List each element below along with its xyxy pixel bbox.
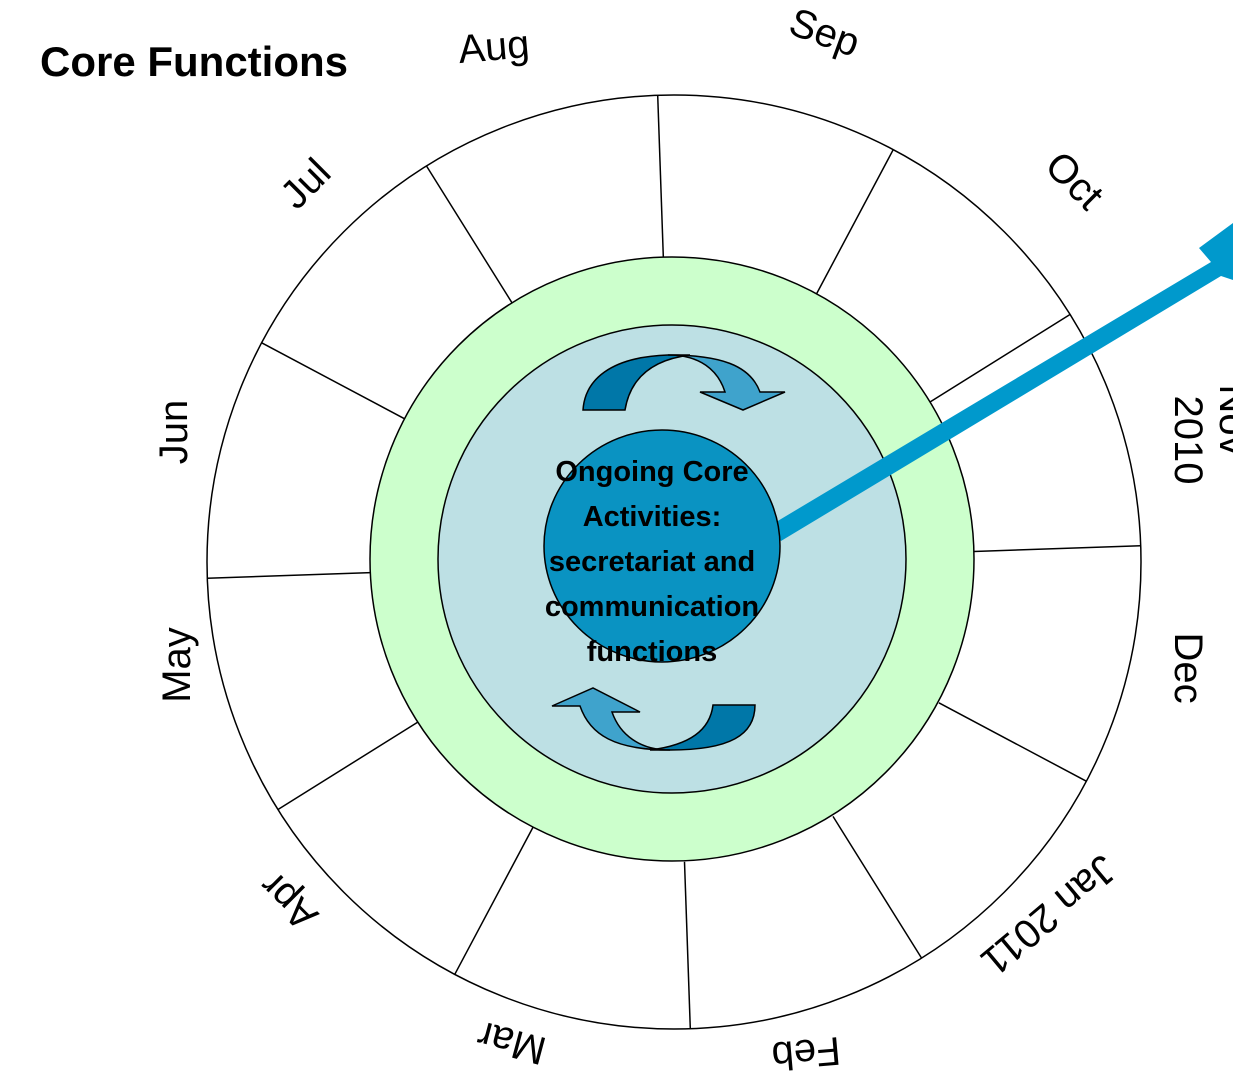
diagram-title: Core Functions <box>40 38 348 85</box>
center-line-1: Ongoing Core <box>555 456 748 488</box>
month-label-aug: Aug <box>456 22 531 72</box>
month-divider <box>814 149 894 298</box>
month-divider <box>425 165 516 308</box>
month-divider <box>973 544 1141 553</box>
month-dividers <box>207 95 1141 1029</box>
month-label-sep: Sep <box>783 0 865 66</box>
pointer-arrow <box>771 223 1233 541</box>
center-line-3: secretariat and <box>549 546 755 578</box>
month-label-jul: Jul <box>272 150 339 217</box>
curved-arrow-top-icon <box>582 354 786 411</box>
month-label-nov-year: 2010 <box>1166 396 1210 485</box>
month-divider <box>656 95 665 263</box>
center-line-2: Activities: <box>583 501 722 533</box>
center-label: Ongoing Core Activities: secretariat and… <box>545 456 759 668</box>
month-label-may: May <box>155 627 199 703</box>
month-divider <box>832 816 923 959</box>
month-label-mar: Mar <box>473 1012 551 1072</box>
center-line-4: communication <box>545 591 759 623</box>
month-label-feb: Feb <box>770 1028 843 1075</box>
month-label-dec: Dec <box>1166 632 1210 703</box>
month-divider <box>261 342 410 422</box>
month-divider <box>938 702 1087 782</box>
month-label-oct: Oct <box>1037 143 1112 218</box>
core-circle <box>543 429 781 663</box>
month-divider <box>277 720 420 811</box>
month-divider <box>683 861 692 1029</box>
center-line-5: functions <box>587 636 718 668</box>
month-label-apr: Apr <box>251 864 326 939</box>
month-divider <box>454 826 534 975</box>
month-label-jun: Jun <box>152 400 196 465</box>
month-divider <box>928 313 1071 404</box>
month-label-nov: Nov <box>1211 384 1233 455</box>
month-divider <box>207 571 375 580</box>
curved-arrow-bottom-icon <box>551 687 756 751</box>
